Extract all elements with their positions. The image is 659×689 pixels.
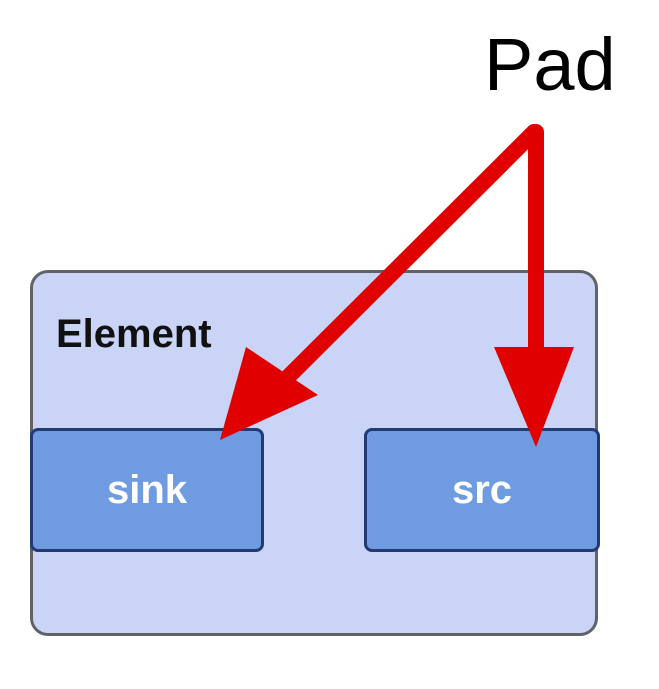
sink-pad-label: sink [106,467,188,512]
src-pad: src [364,428,600,552]
src-pad-label: src [451,467,513,512]
sink-pad: sink [30,428,264,552]
element-label: Element [56,312,212,356]
pad-title: Pad [484,23,616,106]
